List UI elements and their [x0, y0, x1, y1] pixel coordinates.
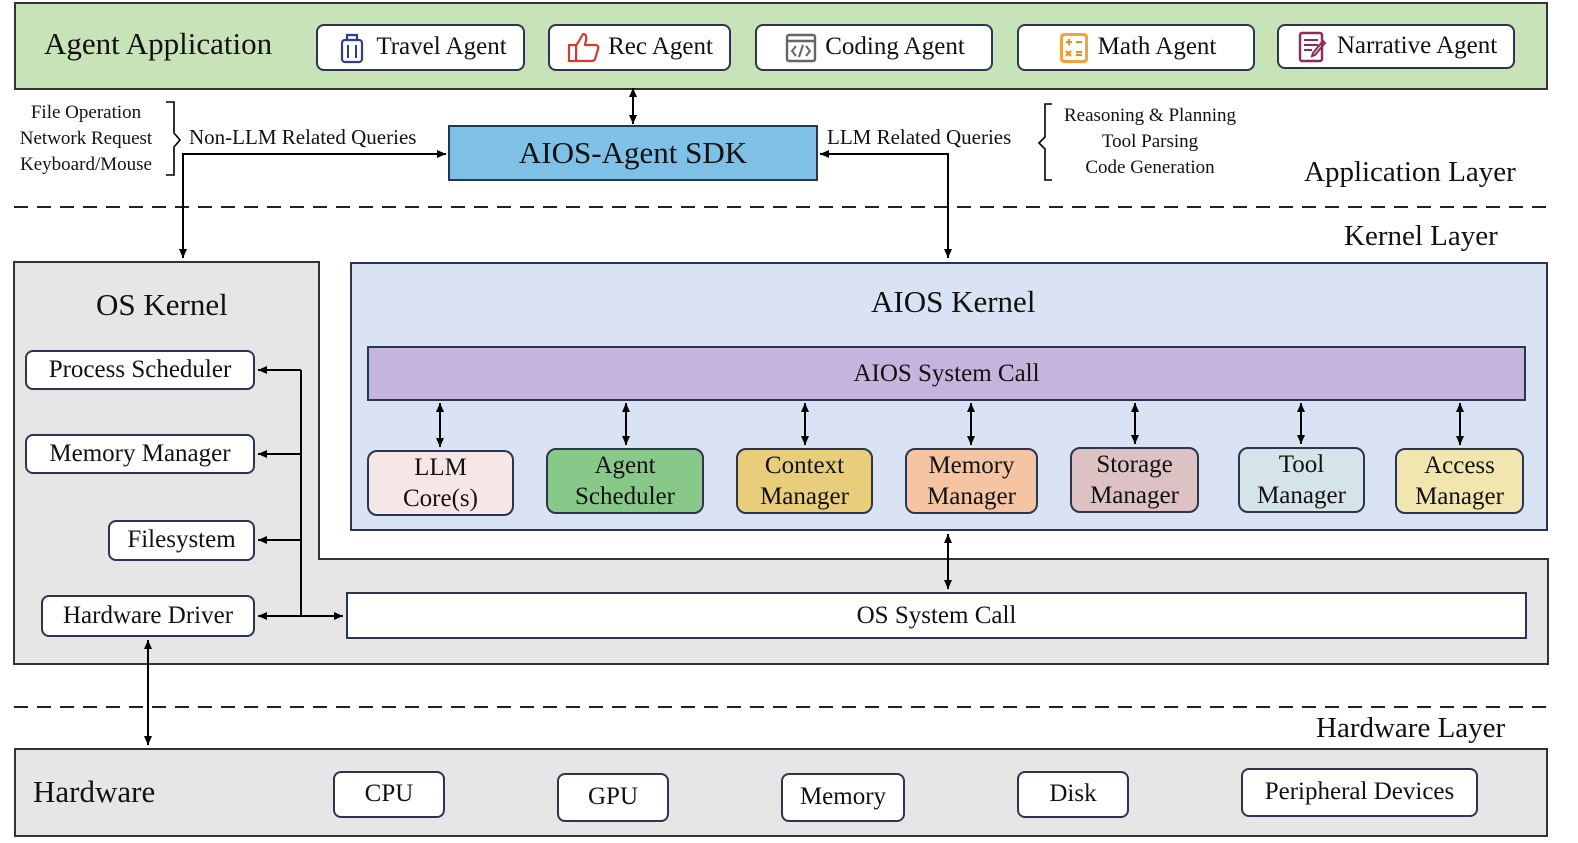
- context-manager-line1: Context: [764, 451, 845, 479]
- memory-label: Memory: [799, 783, 887, 811]
- context-manager-line2: Manager: [760, 483, 849, 510]
- narrative-agent-label: Narrative Agent: [1336, 32, 1498, 60]
- document-edit-icon: [1298, 31, 1327, 62]
- llm-core-line2: Core(s): [403, 485, 478, 512]
- disk-box[interactable]: Disk: [1017, 771, 1129, 818]
- peripheral-devices-box[interactable]: Peripheral Devices: [1241, 768, 1478, 817]
- code-window-icon: [786, 33, 817, 62]
- llm-item: Code Generation: [1085, 157, 1215, 178]
- memory-manager-aios-box[interactable]: Memory Manager: [905, 448, 1038, 514]
- memory-manager-aios-line2: Manager: [927, 483, 1016, 510]
- context-manager-box[interactable]: Context Manager: [736, 448, 873, 514]
- peripheral-devices-label: Peripheral Devices: [1264, 778, 1455, 806]
- travel-agent-label: Travel Agent: [376, 33, 507, 61]
- llm-item: Tool Parsing: [1101, 131, 1199, 152]
- filesystem-box[interactable]: Filesystem: [108, 520, 255, 561]
- hardware-layer-label: Hardware Layer: [1316, 712, 1506, 744]
- cpu-label: CPU: [364, 780, 414, 808]
- filesystem-label: Filesystem: [127, 526, 236, 554]
- narrative-agent-box[interactable]: Narrative Agent: [1277, 24, 1515, 69]
- non-llm-queries-label: Non-LLM Related Queries: [189, 125, 417, 149]
- non-llm-items: File Operation Network Request Keyboard/…: [8, 100, 164, 178]
- coding-agent-box[interactable]: Coding Agent: [755, 24, 993, 71]
- tool-manager-line2: Manager: [1257, 482, 1346, 509]
- tool-manager-box[interactable]: Tool Manager: [1238, 447, 1365, 513]
- aios-agent-sdk-box[interactable]: AIOS-Agent SDK: [448, 125, 818, 181]
- memory-manager-box[interactable]: Memory Manager: [25, 434, 255, 474]
- math-agent-box[interactable]: Math Agent: [1017, 24, 1255, 71]
- disk-label: Disk: [1049, 780, 1097, 808]
- llm-brace: [1037, 103, 1052, 181]
- hardware-driver-label: Hardware Driver: [62, 601, 234, 629]
- rec-agent-box[interactable]: Rec Agent: [548, 24, 731, 71]
- llm-core-line1: LLM: [414, 453, 467, 481]
- math-agent-label: Math Agent: [1097, 33, 1217, 61]
- thumbs-up-icon: [567, 32, 600, 62]
- non-llm-item: Keyboard/Mouse: [20, 154, 152, 175]
- cpu-box[interactable]: CPU: [333, 771, 445, 818]
- llm-arrow: [820, 150, 952, 258]
- application-layer-label: Application Layer: [1304, 156, 1516, 188]
- coding-agent-label: Coding Agent: [825, 33, 965, 61]
- kernel-layer-label: Kernel Layer: [1344, 220, 1498, 252]
- storage-manager-line1: Storage: [1096, 450, 1173, 478]
- non-llm-item: File Operation: [30, 102, 142, 123]
- agent-application-title: Agent Application: [44, 26, 273, 61]
- llm-queries-label: LLM Related Queries: [827, 125, 1012, 149]
- hardware-title: Hardware: [33, 774, 156, 809]
- tool-manager-line1: Tool: [1278, 450, 1325, 478]
- aios-kernel-title: AIOS Kernel: [871, 284, 1036, 319]
- llm-core-box[interactable]: LLM Core(s): [367, 450, 514, 516]
- aios-system-call-box[interactable]: AIOS System Call: [367, 346, 1526, 401]
- hardware-driver-box[interactable]: Hardware Driver: [41, 595, 255, 637]
- access-manager-line1: Access: [1424, 451, 1495, 479]
- non-llm-item: Network Request: [19, 128, 153, 149]
- process-scheduler-box[interactable]: Process Scheduler: [25, 350, 255, 390]
- llm-items: Reasoning & Planning Tool Parsing Code G…: [1052, 103, 1248, 181]
- agent-scheduler-line1: Agent: [594, 451, 656, 479]
- gpu-label: GPU: [587, 783, 638, 811]
- luggage-icon: [341, 33, 364, 63]
- aios-system-call-label: AIOS System Call: [853, 359, 1040, 387]
- access-manager-line2: Manager: [1415, 483, 1504, 510]
- aios-agent-sdk-label: AIOS-Agent SDK: [518, 135, 748, 170]
- memory-box[interactable]: Memory: [781, 773, 905, 822]
- os-kernel-title: OS Kernel: [96, 287, 228, 322]
- gpu-box[interactable]: GPU: [557, 773, 669, 822]
- travel-agent-box[interactable]: Travel Agent: [316, 24, 525, 71]
- agent-scheduler-line2: Scheduler: [575, 483, 675, 510]
- storage-manager-box[interactable]: Storage Manager: [1070, 447, 1199, 513]
- access-manager-box[interactable]: Access Manager: [1395, 448, 1524, 514]
- llm-item: Reasoning & Planning: [1063, 105, 1237, 126]
- rec-agent-label: Rec Agent: [608, 33, 713, 61]
- non-llm-arrow: [179, 150, 446, 258]
- calculator-icon: [1059, 32, 1088, 63]
- os-system-call-label: OS System Call: [856, 601, 1017, 629]
- memory-manager-aios-line1: Memory: [928, 451, 1015, 479]
- os-system-call-box[interactable]: OS System Call: [346, 592, 1527, 639]
- agent-scheduler-box[interactable]: Agent Scheduler: [546, 448, 704, 514]
- process-scheduler-label: Process Scheduler: [48, 355, 232, 383]
- memory-manager-label: Memory Manager: [49, 439, 231, 467]
- non-llm-brace: [166, 101, 182, 176]
- storage-manager-line2: Manager: [1090, 482, 1179, 509]
